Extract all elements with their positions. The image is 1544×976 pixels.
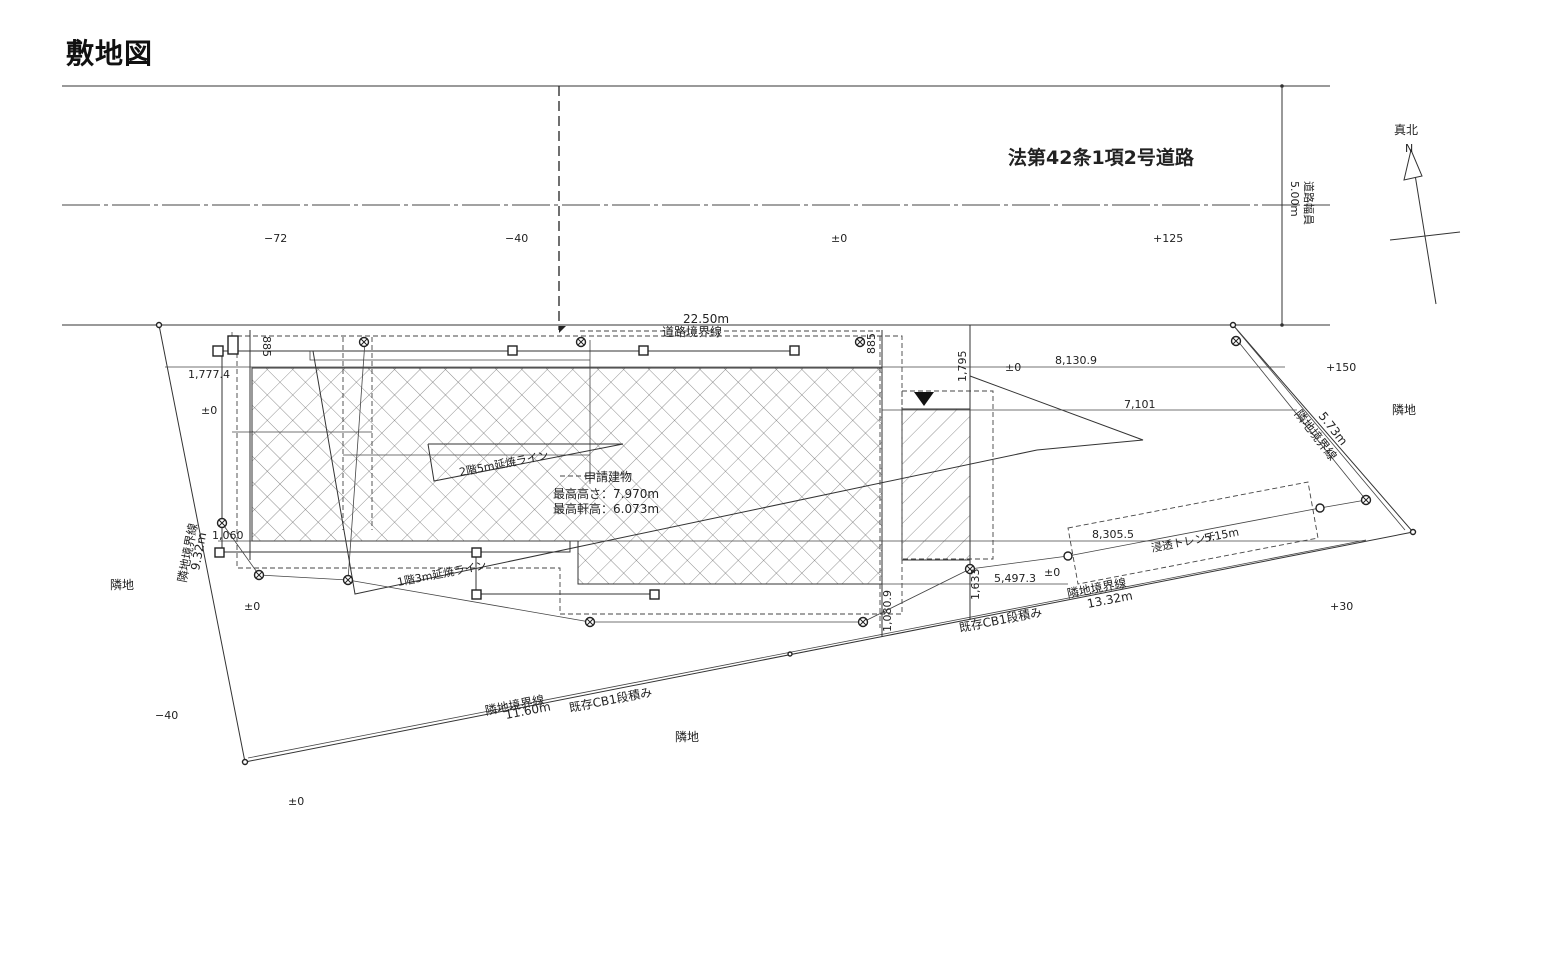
dim-885-right: 885: [865, 333, 878, 354]
drain-pipe: [347, 579, 591, 623]
dim-885-left: 885: [260, 336, 273, 357]
infiltration-trench: [1067, 481, 1319, 585]
neighbor-left: 隣地: [110, 577, 134, 592]
dim-1795: 1,795: [956, 351, 969, 383]
north-letter: N: [1405, 142, 1413, 155]
road-boundary-length: 22.50m: [683, 312, 729, 326]
dim-1060: 1,060: [212, 529, 244, 542]
level-minus40: −40: [155, 709, 178, 722]
drain-pipe: [969, 499, 1367, 570]
level-left-inner: ±0: [201, 404, 217, 417]
road-boundary-label: 道路境界線: [662, 324, 722, 339]
inspection-box-marker: [227, 335, 239, 355]
road-name-label: 法第42条1項2号道路: [1008, 146, 1195, 169]
cb-wall-note-2: 既存CB1段積み: [958, 604, 1044, 635]
boundary-corner-marker: [1409, 528, 1417, 536]
level-plus150: +150: [1326, 361, 1356, 374]
neighbor-bottom: 隣地: [675, 729, 699, 744]
manhole-markers: [216, 335, 1372, 628]
boundary-midpoint-marker: [787, 651, 793, 657]
dim-8130: 8,130.9: [1055, 354, 1097, 367]
fire-line-2f-ext: [969, 375, 1144, 451]
trench-end-marker: [1063, 551, 1073, 561]
road-level-1: −72: [264, 232, 287, 245]
road-level-3: ±0: [831, 232, 847, 245]
dim-5497: 5,497.3: [994, 572, 1036, 585]
level-bottom: ±0: [288, 795, 304, 808]
road-width-label: 道路幅員: [1302, 181, 1316, 225]
dim-1777: 1,777.4: [188, 368, 230, 381]
cb-wall-note-1: 既存CB1段積み: [568, 684, 654, 715]
dim-1633: 1,633: [969, 569, 982, 601]
fire-line-1f: [312, 350, 1038, 595]
building-max-eave: 最高軒高：6.073m: [553, 501, 659, 516]
fire-line-1f-label: 1階3m延焼ライン: [396, 558, 488, 589]
trench-length: 5.15m: [1203, 525, 1240, 544]
inspection-box-marker: [212, 345, 224, 357]
inspection-box-marker: [471, 589, 482, 600]
building-label: 申請建物: [584, 470, 632, 484]
trench-end-marker: [1315, 503, 1325, 513]
annex-footprint: [901, 408, 971, 561]
inspection-box-marker: [649, 589, 660, 600]
road-width-value: 5.00ｍ: [1288, 181, 1301, 217]
level-trench: ±0: [1044, 566, 1060, 579]
north-arrow-icon: [1403, 148, 1423, 181]
drain-pipe: [309, 351, 590, 361]
entrance-marker-icon: [914, 392, 934, 406]
inspection-box-marker: [789, 345, 800, 356]
level-plus30: +30: [1330, 600, 1353, 613]
neighbor-right: 隣地: [1392, 402, 1416, 417]
fire-line-2f: [427, 443, 624, 482]
building-max-height: 最高高さ：7.970m: [553, 486, 659, 501]
drain-pipe: [218, 541, 571, 553]
drain-pipe: [862, 568, 971, 623]
drain-pipe: [221, 340, 366, 581]
eave-outline: [236, 335, 903, 615]
dim-dot: [1280, 84, 1284, 88]
inspection-box-marker: [507, 345, 518, 356]
road-level-4: +125: [1153, 232, 1183, 245]
dim-1080: 1,080.9: [881, 590, 894, 632]
boundary-corner-marker: [241, 758, 249, 766]
road-level-2: −40: [505, 232, 528, 245]
inspection-box-marker: [214, 547, 225, 558]
inspection-box-marker: [471, 547, 482, 558]
dim-dot: [1280, 323, 1284, 327]
boundary-corner-marker: [1229, 321, 1237, 329]
boundary-offset-line: [247, 539, 1367, 759]
dim-8305: 8,305.5: [1092, 528, 1134, 541]
boundary-offset-line: [1236, 329, 1406, 531]
level-left-lower: ±0: [244, 600, 260, 613]
dimension-arrow-icon: [559, 326, 566, 333]
north-label: 真北: [1394, 123, 1418, 137]
boundary-corner-marker: [155, 321, 163, 329]
level-center-right: ±0: [1005, 361, 1021, 374]
dim-7101: 7,101: [1124, 398, 1156, 411]
inspection-box-marker: [638, 345, 649, 356]
page-title: 敷地図: [66, 37, 154, 70]
north-arrow-cross: [1389, 231, 1461, 241]
